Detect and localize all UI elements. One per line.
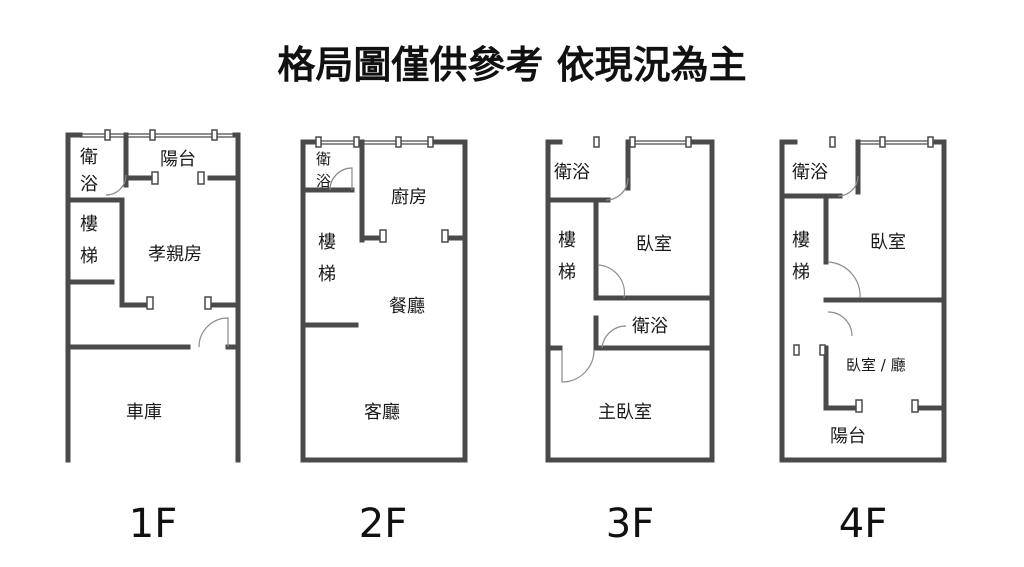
room-label: 梯	[558, 262, 576, 283]
room-label: 樓	[318, 232, 336, 253]
floor-2f-plan: 衛 浴 廚房 樓 梯 餐廳 客廳	[300, 136, 468, 463]
room-label: 衛浴	[554, 162, 590, 183]
floor-4f-plan: 衛浴 臥室 樓 梯 臥室 / 廳 陽台	[779, 136, 947, 463]
room-label: 廚房	[391, 186, 427, 208]
room-label: 臥室 / 廳	[846, 356, 906, 374]
floor-label-2f: 2F	[359, 501, 407, 547]
floor-3f-plan: 衛浴 臥室 樓 梯 衛浴 主臥室	[545, 136, 715, 463]
room-label: 浴	[80, 174, 98, 195]
room-label: 衛	[316, 150, 331, 168]
floor-label-1f: 1F	[129, 501, 177, 547]
room-label: 衛浴	[792, 162, 828, 183]
room-label: 客廳	[364, 402, 400, 423]
disclaimer-title: 格局圖僅供參考 依現況為主	[277, 43, 746, 87]
room-label: 浴	[316, 172, 331, 190]
floor-label-4f: 4F	[839, 501, 887, 547]
room-label: 臥室	[870, 232, 906, 253]
room-label: 梯	[80, 246, 98, 267]
room-label: 陽台	[160, 149, 196, 170]
room-label: 樓	[80, 214, 98, 235]
room-label: 車庫	[126, 402, 162, 423]
floor-1f-plan: 衛 浴 陽台 樓 梯 孝親房 車庫	[65, 129, 241, 463]
room-label: 臥室	[636, 234, 672, 255]
room-label: 衛浴	[632, 316, 668, 337]
room-label: 主臥室	[598, 402, 652, 423]
room-label: 陽台	[830, 426, 866, 447]
room-label: 衛	[80, 147, 98, 168]
room-label: 梯	[318, 264, 336, 285]
room-label: 樓	[558, 230, 576, 251]
floor-label-3f: 3F	[606, 501, 654, 547]
room-label: 梯	[792, 262, 810, 283]
room-label: 餐廳	[389, 296, 425, 317]
room-label: 樓	[792, 230, 810, 251]
room-label: 孝親房	[148, 244, 202, 265]
